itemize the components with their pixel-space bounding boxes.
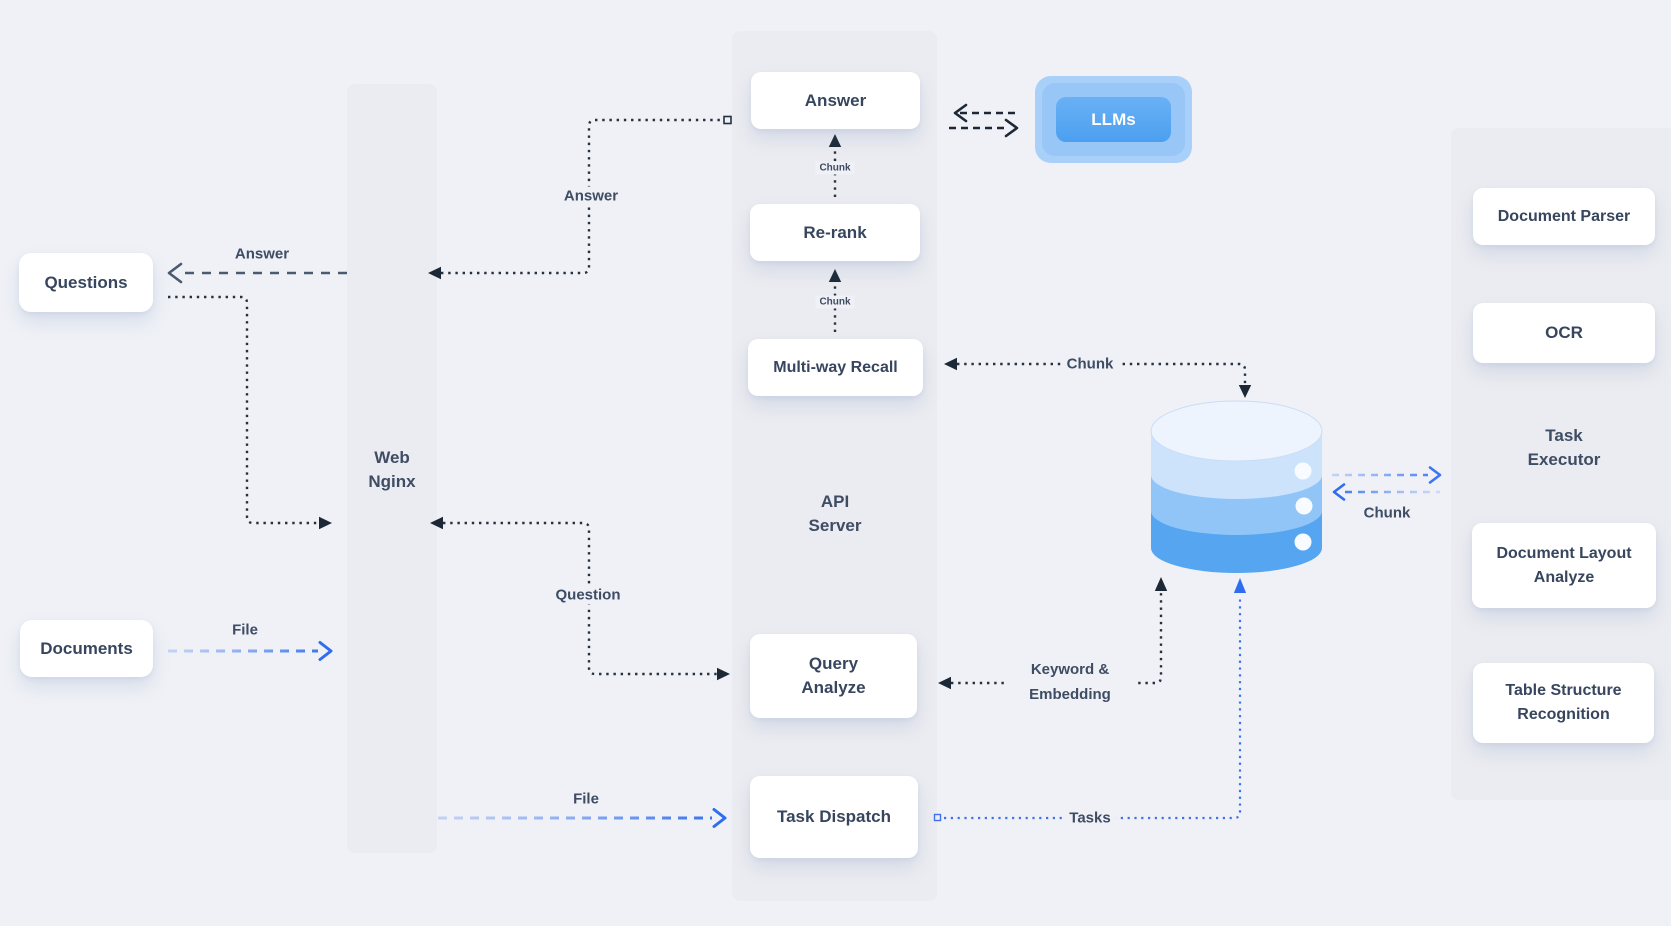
documents-node-label: Documents (40, 638, 133, 658)
edge-answer-to-questions (167, 262, 347, 284)
label-tasks: Tasks (1063, 808, 1117, 828)
edge-chunk-db-to-executor (1332, 466, 1442, 484)
web-nginx-column (347, 84, 437, 853)
label-file-dispatch: File (573, 790, 599, 808)
questions-node-label: Questions (44, 272, 128, 292)
edge-answer-api-to-web (428, 115, 732, 280)
label-file-upload: File (232, 621, 258, 639)
edge-chunk-recall-to-rerank (828, 269, 842, 332)
database-cylinder (1150, 400, 1323, 573)
api-server-column (732, 31, 937, 901)
table-structure-recognition-node: Table Structure Recognition (1473, 663, 1654, 743)
table-structure-recognition-node-label: Table Structure Recognition (1505, 682, 1622, 723)
db-dot-1 (1294, 462, 1312, 480)
edge-file-dispatch (438, 808, 727, 828)
edge-file-upload (168, 641, 333, 661)
db-dot-2 (1295, 497, 1313, 515)
edge-answer-to-llm (949, 118, 1019, 138)
task-dispatch-node-label: Task Dispatch (776, 807, 891, 826)
edge-llm-to-answer (953, 103, 1017, 123)
label-chunk-to-rerank: Chunk (815, 295, 855, 309)
label-question: Question (549, 585, 627, 605)
label-answer-web: Answer (557, 186, 625, 206)
edge-chunk-rerank-to-answer (828, 134, 842, 197)
llms-node-label: LLMs (1091, 109, 1136, 129)
edge-question-web-api (430, 516, 730, 681)
label-chunk-executor: Chunk (1363, 504, 1411, 522)
db-dot-3 (1294, 533, 1312, 551)
edge-chunk-db-to-recall (944, 357, 1252, 398)
documents-node: Documents (20, 620, 153, 677)
edge-tasks (933, 578, 1247, 822)
multiway-recall-node: Multi-way Recall (748, 339, 923, 396)
db-top-ellipse (1150, 400, 1323, 462)
label-answer-to-questions: Answer (234, 245, 290, 263)
llms-node-glow: LLMs (1042, 83, 1185, 156)
document-parser-node: Document Parser (1473, 188, 1655, 245)
ocr-node: OCR (1473, 303, 1655, 363)
ocr-node-label: OCR (1545, 323, 1583, 342)
query-analyze-node: Query Analyze (750, 634, 917, 718)
answer-node: Answer (751, 72, 920, 129)
label-keyword-embedding: Keyword & Embedding (1005, 656, 1135, 708)
task-dispatch-node: Task Dispatch (750, 776, 918, 858)
document-layout-analyze-node-label: Document Layout Analyze (1496, 544, 1632, 586)
llms-node: LLMs (1035, 76, 1192, 163)
answer-node-label: Answer (804, 90, 867, 110)
api-server-label: API Server (808, 492, 862, 535)
query-analyze-node-label: Query Analyze (801, 654, 866, 697)
multiway-recall-node-label: Multi-way Recall (773, 358, 898, 376)
label-chunk-to-answer: Chunk (815, 161, 855, 175)
web-nginx-label: Web Nginx (368, 448, 416, 491)
task-executor-label: Task Executor (1527, 426, 1601, 469)
document-parser-node-label: Document Parser (1497, 207, 1631, 225)
edge-keyword-embedding (938, 577, 1168, 690)
edge-chunk-executor-to-db (1332, 483, 1440, 501)
document-layout-analyze-node: Document Layout Analyze (1472, 523, 1656, 608)
rerank-node-label: Re-rank (803, 222, 867, 242)
questions-node: Questions (19, 253, 153, 312)
rerank-node: Re-rank (750, 204, 920, 261)
edge-questions-to-web (168, 295, 332, 530)
label-chunk-db: Chunk (1060, 354, 1120, 374)
